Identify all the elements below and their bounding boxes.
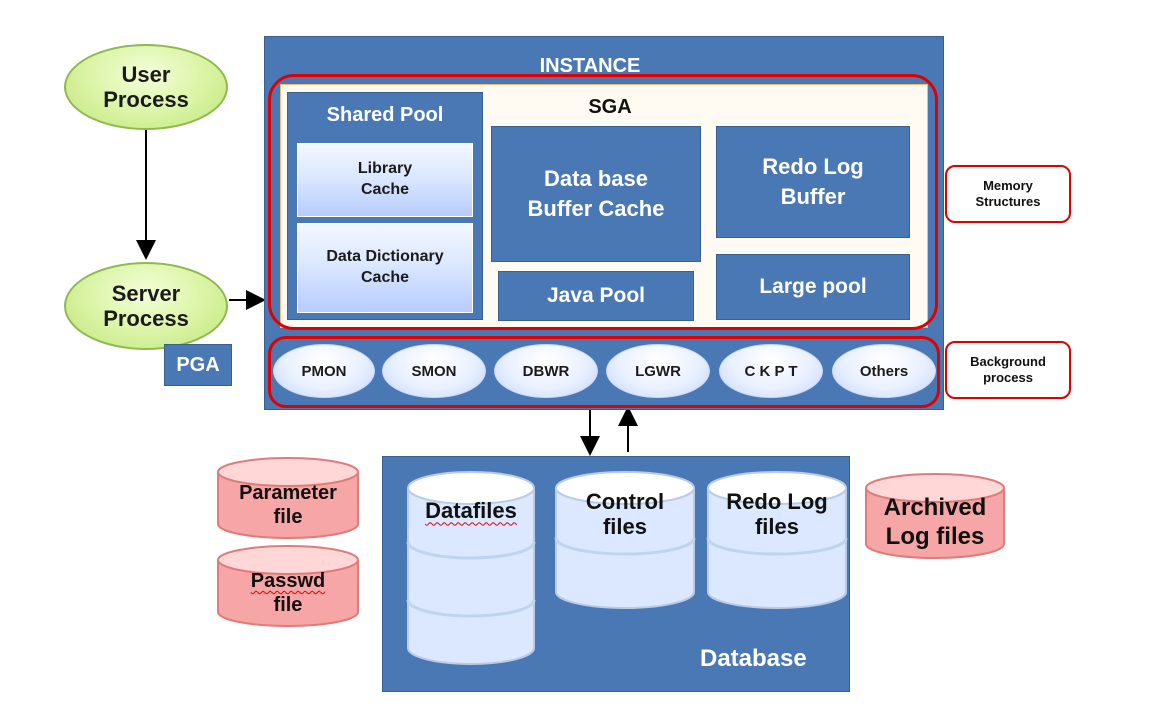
parameter-file-line1: Parameter	[239, 482, 337, 504]
process-dbwr: DBWR	[494, 344, 598, 398]
data-dictionary-cache-line2: Cache	[360, 269, 410, 286]
process-others: Others	[832, 344, 936, 398]
java-pool-box: Java Pool	[498, 271, 694, 321]
control-files-cylinder	[554, 471, 696, 609]
control-files-line1: Control	[585, 488, 665, 514]
data-dictionary-cache-box: Data Dictionary Cache	[297, 223, 473, 313]
sga-title: SGA	[588, 95, 632, 118]
parameter-file-cylinder	[217, 457, 359, 539]
database-title: Database	[700, 645, 807, 672]
memory-structures-callout: Memory Structures	[945, 165, 1071, 223]
process-lgwr-label: LGWR	[635, 362, 681, 380]
pga-box: PGA	[164, 344, 232, 386]
archived-log-files-line2: Log files	[885, 523, 985, 550]
background-process-line2: process	[983, 370, 1033, 385]
java-pool-label: Java Pool	[546, 284, 646, 307]
datafiles-label: Datafiles	[406, 492, 536, 530]
process-pmon: PMON	[273, 344, 375, 398]
archived-log-files-label: Archived Log files	[864, 492, 1006, 554]
redo-log-buffer-box: Redo Log Buffer	[716, 126, 910, 238]
process-lgwr: LGWR	[606, 344, 710, 398]
redo-log-buffer-line1: Redo Log	[762, 154, 864, 180]
background-process-callout: Background process	[945, 341, 1071, 399]
datafiles-cylinders	[406, 471, 536, 665]
user-process-oval: User Process	[64, 44, 228, 130]
large-pool-box: Large pool	[716, 254, 910, 320]
control-files-label: Control files	[554, 482, 696, 546]
pga-label: PGA	[176, 353, 220, 376]
library-cache-line1: Library	[357, 160, 413, 178]
memory-structures-outline	[268, 74, 938, 330]
memory-structures-line2: Structures	[975, 194, 1041, 209]
control-files-line2: files	[602, 514, 647, 539]
data-dictionary-cache-line1: Data Dictionary	[326, 248, 444, 266]
shared-pool-title: Shared Pool	[326, 103, 444, 126]
process-smon-label: SMON	[411, 362, 457, 380]
redo-log-buffer-line2: Buffer	[780, 184, 846, 209]
process-pmon-label: PMON	[301, 362, 347, 380]
database-buffer-cache-line2: Buffer Cache	[527, 196, 665, 221]
library-cache-box: Library Cache	[297, 143, 473, 217]
user-process-line1: User	[121, 61, 171, 87]
passwd-file-label: Passwd file	[216, 564, 360, 622]
server-process-line2: Process	[103, 306, 189, 331]
background-process-outline	[268, 336, 940, 408]
redo-log-files-line2: files	[754, 514, 800, 539]
process-ckpt-label: C K P T	[744, 362, 798, 380]
background-process-line1: Background	[970, 354, 1046, 370]
library-cache-line2: Cache	[360, 181, 410, 198]
parameter-file-line2: file	[273, 506, 303, 528]
instance-title: INSTANCE	[539, 54, 641, 77]
redo-log-files-line1: Redo Log	[726, 488, 828, 514]
redo-log-files-label: Redo Log files	[706, 482, 848, 546]
parameter-file-label: Parameter file	[216, 476, 360, 534]
passwd-file-line2: file	[273, 594, 303, 616]
archived-log-files-line1: Archived	[883, 494, 987, 522]
passwd-file-line1: Passwd	[250, 570, 326, 592]
user-process-line2: Process	[103, 87, 189, 112]
server-process-line1: Server	[111, 280, 181, 306]
process-dbwr-label: DBWR	[522, 362, 570, 380]
memory-structures-line1: Memory	[983, 178, 1033, 194]
process-others-label: Others	[859, 362, 909, 380]
large-pool-label: Large pool	[759, 275, 867, 298]
database-buffer-cache-line1: Data base	[544, 166, 648, 192]
passwd-file-cylinder	[217, 545, 359, 627]
archived-log-files-cylinder	[865, 473, 1005, 559]
server-process-oval: Server Process	[64, 262, 228, 350]
database-buffer-cache-box: Data base Buffer Cache	[491, 126, 701, 262]
process-smon: SMON	[382, 344, 486, 398]
datafiles-text: Datafiles	[425, 498, 517, 524]
process-ckpt: C K P T	[719, 344, 823, 398]
redo-log-files-cylinder	[706, 471, 848, 609]
